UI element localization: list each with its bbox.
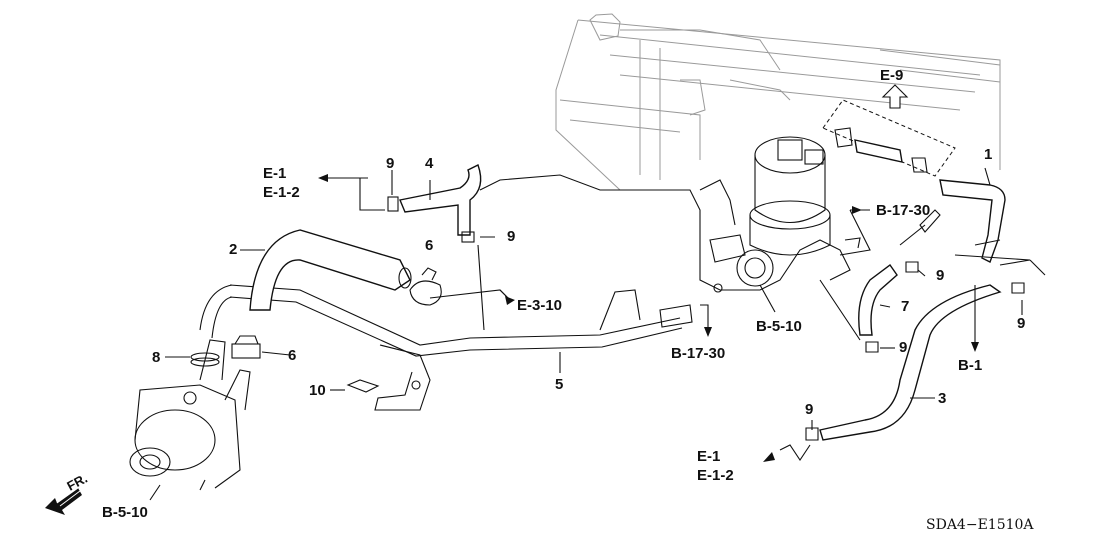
- front-direction-arrow: [45, 487, 82, 515]
- pump-assembly: [129, 339, 251, 501]
- part-number-3: 3: [938, 390, 946, 407]
- part-number-9-a: 9: [386, 155, 394, 172]
- part-number-5: 5: [555, 376, 563, 393]
- hose-2: [249, 229, 412, 311]
- ref-b-5-10-bottom: B-5-10: [102, 504, 148, 521]
- ref-e-1-top: E-1: [263, 165, 286, 182]
- hose-7: [858, 264, 898, 336]
- part-number-6-lower: 6: [288, 347, 296, 364]
- part-number-1: 1: [984, 146, 992, 163]
- leader-lines: [165, 167, 1046, 461]
- part-number-9-d: 9: [1017, 315, 1025, 332]
- part-number-7: 7: [901, 298, 909, 315]
- engine-block-outline: [555, 13, 1001, 191]
- ref-e-3-10: E-3-10: [517, 297, 562, 314]
- ref-e-9: E-9: [880, 67, 903, 84]
- hose-4: [399, 164, 482, 236]
- reference-labels: E-9 E-1 E-1-2 E-3-10 B-17-30 B-17-30 B-5…: [102, 67, 982, 521]
- hose-3: [819, 284, 1002, 441]
- valve-assembly: [479, 136, 861, 293]
- diagram-code: SDA4−E1510A: [926, 517, 1034, 533]
- part-number-8: 8: [152, 349, 160, 366]
- clip-9-drawings: [387, 196, 1025, 441]
- ref-b-17-30-top: B-17-30: [876, 202, 930, 219]
- clamp-6-lower: [231, 335, 261, 359]
- ref-b-5-10-mid: B-5-10: [756, 318, 802, 335]
- ref-e-1-2-bottom: E-1-2: [697, 467, 734, 484]
- part-number-9-f: 9: [805, 401, 813, 418]
- part-number-4: 4: [425, 155, 434, 172]
- part-number-9-c: 9: [936, 267, 944, 284]
- hose-1: [899, 179, 1006, 263]
- ref-e-1-2-top: E-1-2: [263, 184, 300, 201]
- part-number-6-upper: 6: [425, 237, 433, 254]
- pipe-5: [199, 284, 693, 357]
- part-number-2: 2: [229, 241, 237, 258]
- ref-e-1-bottom: E-1: [697, 448, 720, 465]
- part-number-labels: 1 2 3 4 5 6 6 7 8 9 9 9 9 9 9 10: [152, 146, 1025, 418]
- ref-b-17-30-mid: B-17-30: [671, 345, 725, 362]
- part-number-10: 10: [309, 382, 326, 399]
- part-number-9-b: 9: [507, 228, 515, 245]
- clamp-6-upper: [409, 267, 442, 306]
- reference-arrows: [318, 174, 979, 462]
- part-number-9-e: 9: [899, 339, 907, 356]
- bracket-bolt-10: [346, 344, 431, 411]
- front-label: FR.: [64, 471, 90, 494]
- e9-callout-box: [822, 84, 956, 177]
- ref-b-1: B-1: [958, 357, 982, 374]
